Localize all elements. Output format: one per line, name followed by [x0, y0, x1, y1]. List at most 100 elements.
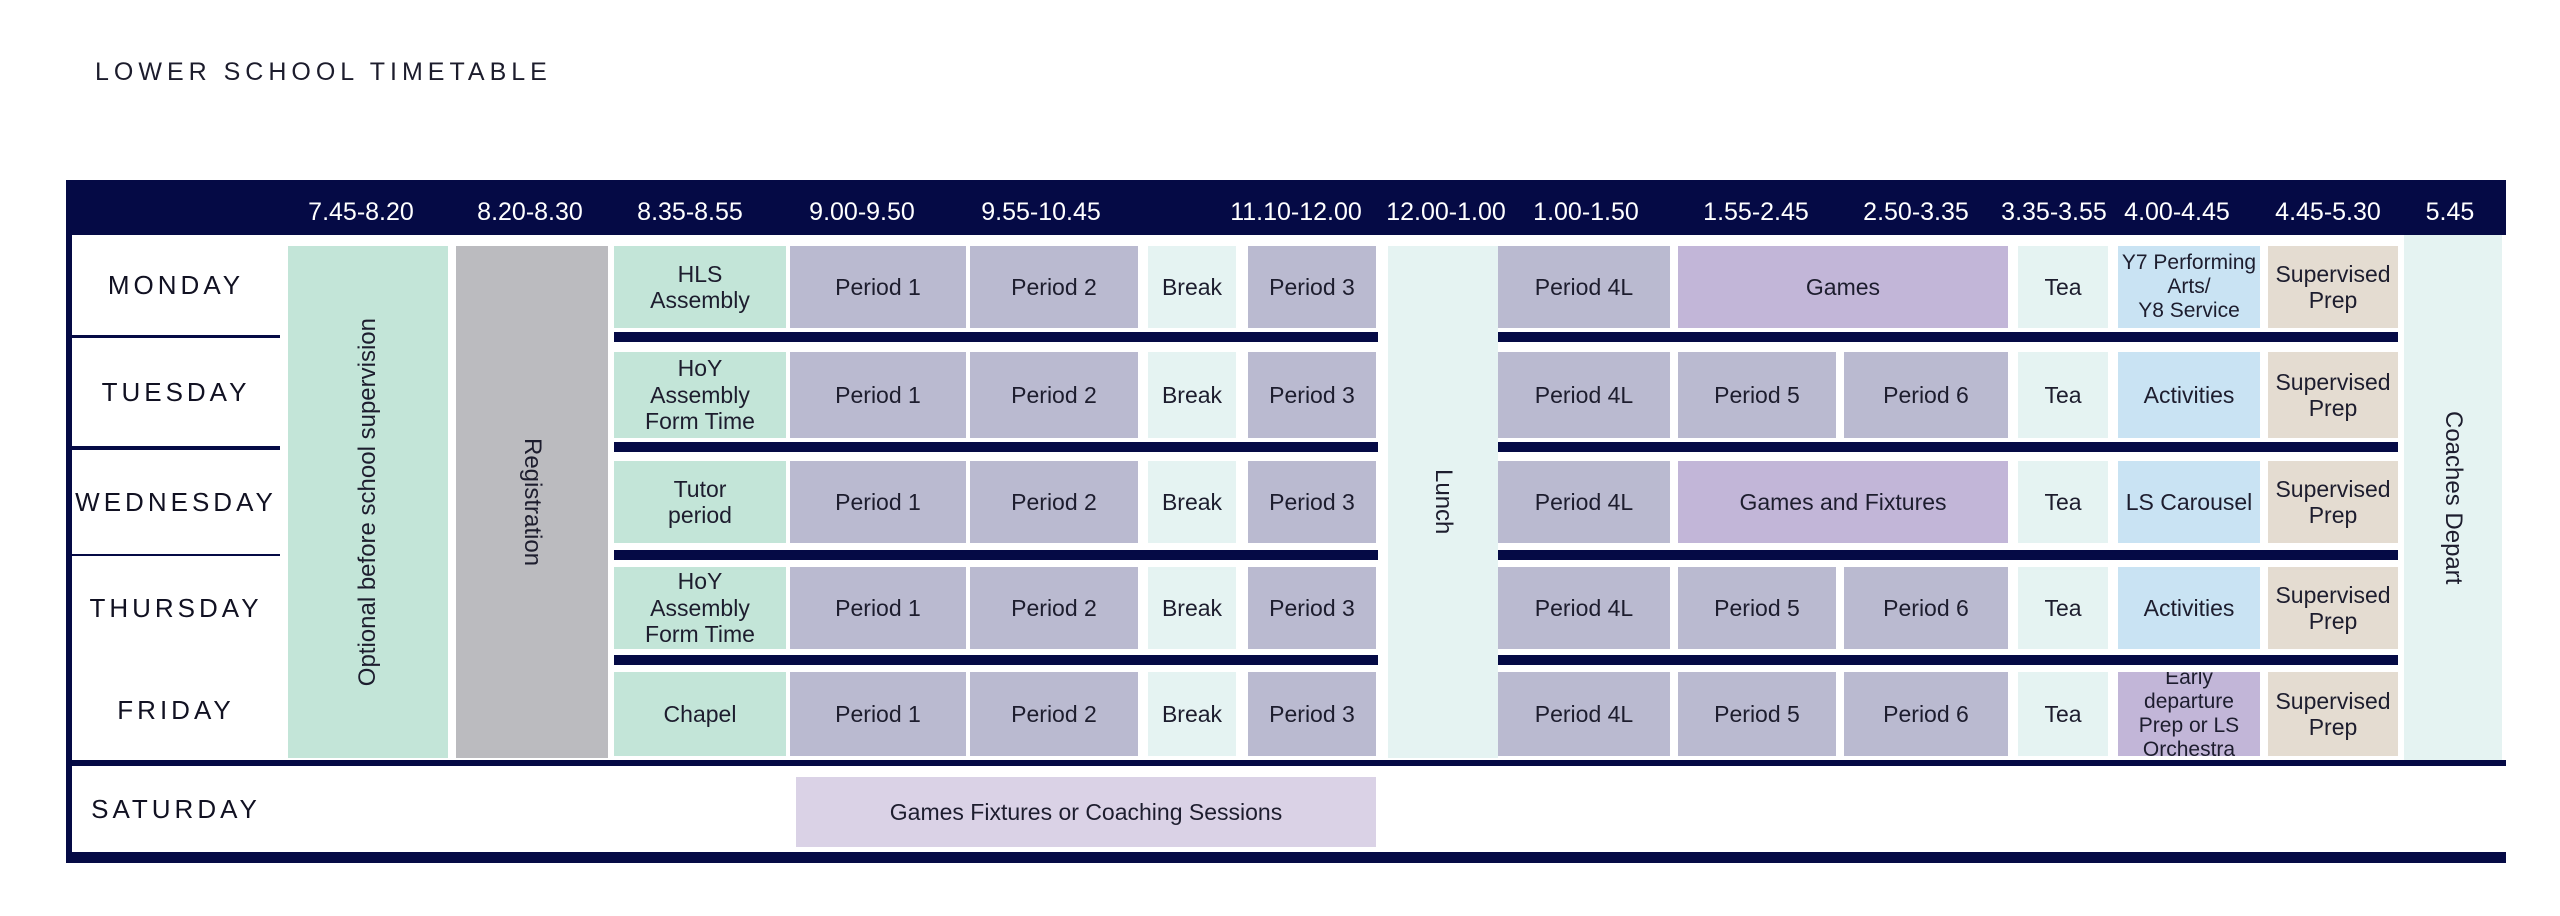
lunch-cell: Lunch [1388, 246, 1498, 758]
period-1-cell: Period 1 [790, 246, 966, 328]
cell-line: Assembly [650, 381, 750, 408]
period-1-cell: Period 1 [790, 672, 966, 756]
break-cell: Break [1148, 246, 1236, 328]
day-label: MONDAY [72, 235, 280, 335]
period-2-cell: Period 2 [970, 352, 1138, 438]
column-header: 8.35-8.55 [637, 198, 743, 226]
page-title: LOWER SCHOOL TIMETABLE [95, 58, 552, 86]
after-school-cell: Activities [2118, 352, 2260, 438]
column-header: 9.00-9.50 [809, 198, 915, 226]
tea-cell: Tea [2018, 672, 2108, 756]
cell-line: Assembly [650, 594, 750, 621]
period-3-cell: Period 3 [1248, 567, 1376, 649]
after-school-cell: Activities [2118, 567, 2260, 649]
break-cell: Break [1148, 672, 1236, 756]
cell-text: Coaches Depart [2440, 410, 2467, 585]
tea-cell: Tea [2018, 352, 2108, 438]
period-3-cell: Period 3 [1248, 352, 1376, 438]
cell-line: HLS [677, 260, 723, 287]
period-5-cell: Period 5 [1678, 567, 1836, 649]
period-6-cell: Period 6 [1844, 672, 2008, 756]
row-separator [1498, 550, 2398, 560]
row-separator [614, 442, 1378, 452]
cell-line: period [668, 502, 732, 528]
row-separator [614, 655, 1378, 665]
assembly-cell: Chapel [614, 672, 786, 756]
registration-cell: Registration [456, 246, 608, 758]
column-header: 8.20-8.30 [477, 198, 583, 226]
period-1-cell: Period 1 [790, 461, 966, 543]
cell-line: Supervised [2275, 368, 2391, 395]
column-header: 5.45 [2425, 198, 2475, 226]
period-5-cell: Period 5 [1678, 352, 1836, 438]
tea-cell: Tea [2018, 567, 2108, 649]
period-2-cell: Period 2 [970, 461, 1138, 543]
day-label: TUESDAY [72, 338, 280, 446]
cell-line: Supervised [2275, 260, 2391, 287]
cell-line: Supervised [2275, 475, 2391, 502]
cell-line: Orchestra [2142, 738, 2236, 756]
period-5-cell: Period 5 [1678, 672, 1836, 756]
cell-text: Registration [519, 437, 546, 567]
period-3-cell: Period 3 [1248, 461, 1376, 543]
column-header: 7.45-8.20 [308, 198, 414, 226]
period-4-cell: Period 4L [1498, 567, 1670, 649]
optional-supervision-cell: Optional before school supervision [288, 246, 448, 758]
column-header: 9.55-10.45 [981, 198, 1101, 226]
column-header: 3.35-3.55 [2001, 198, 2107, 226]
cell-line: Chapel [663, 700, 737, 727]
cell-line: Form Time [645, 621, 755, 648]
column-header: 1.55-2.45 [1703, 198, 1809, 226]
period-4-cell: Period 4L [1498, 352, 1670, 438]
cell-line: Prep [2308, 395, 2358, 421]
period-3-cell: Period 3 [1248, 672, 1376, 756]
cell-line: Form Time [645, 408, 755, 435]
column-header: 12.00-1.00 [1386, 198, 1506, 226]
period-4-cell: Period 4L [1498, 672, 1670, 756]
games-cell: Games [1678, 246, 2008, 328]
cell-line: HoY [677, 568, 723, 595]
day-label: WEDNESDAY [72, 450, 280, 554]
cell-text: Optional before school supervision [354, 317, 381, 687]
day-label: THURSDAY [72, 556, 280, 660]
row-separator [1498, 332, 2398, 342]
cell-line: Supervised [2275, 687, 2391, 714]
day-label: FRIDAY [72, 660, 280, 760]
period-4-cell: Period 4L [1498, 246, 1670, 328]
period-4-cell: Period 4L [1498, 461, 1670, 543]
column-header: 1.00-1.50 [1533, 198, 1639, 226]
timetable-grid: 7.45-8.20 8.20-8.30 8.35-8.55 9.00-9.50 9.55… [66, 180, 2506, 863]
cell-line: Arts/ [2167, 274, 2211, 298]
cell-text: Lunch [1430, 469, 1457, 535]
column-header: 4.00-4.45 [2124, 198, 2230, 226]
break-cell: Break [1148, 352, 1236, 438]
cell-line: Y8 Service [2138, 299, 2240, 323]
period-6-cell: Period 6 [1844, 567, 2008, 649]
games-fixtures-cell: Games and Fixtures [1678, 461, 2008, 543]
break-cell: Break [1148, 461, 1236, 543]
cell-line: Tutor [673, 475, 727, 502]
column-header: 4.45-5.30 [2275, 198, 2381, 226]
tea-cell: Tea [2018, 461, 2108, 543]
cell-line: Prep [2308, 714, 2358, 740]
cell-line: Supervised [2275, 581, 2391, 608]
tea-cell: Tea [2018, 246, 2108, 328]
break-cell: Break [1148, 567, 1236, 649]
period-6-cell: Period 6 [1844, 352, 2008, 438]
cell-line: Prep or LS [2138, 714, 2240, 737]
day-label: SATURDAY [72, 766, 280, 852]
period-2-cell: Period 2 [970, 672, 1138, 756]
period-1-cell: Period 1 [790, 567, 966, 649]
cell-line: Prep [2308, 502, 2358, 528]
saturday-activity-cell: Games Fixtures or Coaching Sessions [796, 777, 1376, 847]
period-2-cell: Period 2 [970, 567, 1138, 649]
coaches-depart-cell: Coaches Depart [2404, 235, 2502, 760]
